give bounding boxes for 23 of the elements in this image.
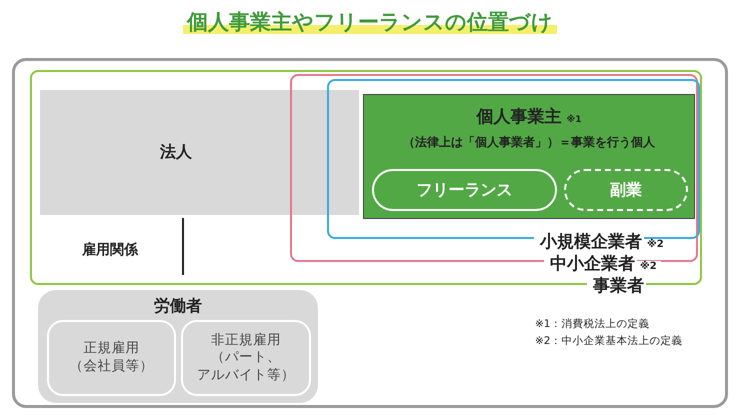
category-box xyxy=(181,320,311,396)
group-heading: 労働者 xyxy=(153,296,203,317)
category-pill xyxy=(372,169,557,211)
footnote-mark: ※2 xyxy=(637,261,661,272)
pill-label: 副業 xyxy=(610,180,642,200)
category-band xyxy=(40,90,359,215)
band-label: 法人 xyxy=(160,142,192,163)
box-label: 正規雇用（会社員等） xyxy=(68,340,154,376)
category-label: 中小企業者 xyxy=(544,254,637,274)
highlight-box xyxy=(363,94,695,219)
category-label: 事業者 xyxy=(587,276,646,296)
footnote-mark: ※1 xyxy=(566,115,582,125)
pill-label: フリーランス xyxy=(416,180,512,200)
relation-label: 雇用関係 xyxy=(82,241,138,259)
dashed-pill xyxy=(564,169,688,211)
group-box xyxy=(38,290,318,403)
category-box xyxy=(47,320,176,396)
category-label: 小規模企業者 xyxy=(534,232,644,252)
footnote-text: ※1：消費税法上の定義 xyxy=(535,317,650,331)
box-description: （法律上は「個人事業者」）＝事業を行う個人 xyxy=(402,134,656,151)
box-heading: 個人事業主 xyxy=(476,107,562,127)
box-label: 非正規雇用（パート、アルバイト等） xyxy=(196,332,296,384)
footnote-text: ※2：中小企業基本法上の定義 xyxy=(535,334,682,348)
